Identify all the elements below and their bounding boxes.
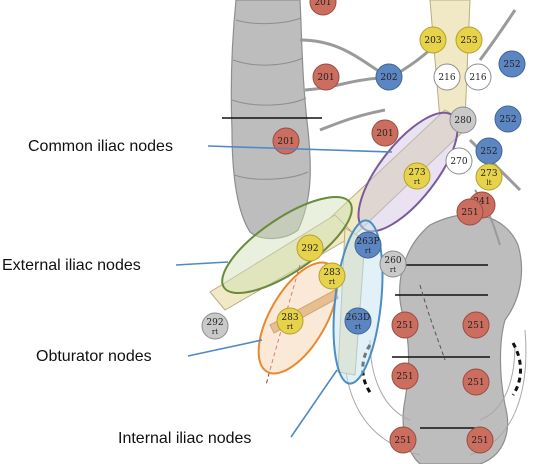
node-side: rt	[365, 247, 371, 255]
node-code: 251	[461, 208, 478, 218]
obturator-leader	[188, 340, 262, 356]
node-code: 216	[438, 73, 455, 83]
lymph-node-216: 216	[434, 64, 460, 90]
lymph-node-251: 251	[392, 312, 418, 338]
node-code: 253	[460, 36, 477, 46]
node-code: 251	[394, 436, 411, 446]
node-code: 263D	[346, 313, 370, 323]
rectum	[400, 215, 522, 464]
aorta-vessel	[430, 0, 470, 120]
node-code: 273	[408, 168, 425, 178]
node-code: 201	[317, 73, 334, 83]
lymph-node-203: 203	[420, 27, 446, 53]
node-code: 273	[480, 169, 497, 179]
node-code: 292	[206, 318, 223, 328]
obturator-label: Obturator nodes	[36, 348, 152, 365]
node-side: lt	[486, 179, 491, 187]
node-side: rt	[390, 266, 396, 274]
external-iliac-leader	[176, 262, 228, 265]
node-code: 263P	[356, 237, 379, 247]
lymph-node-292: 292	[297, 235, 323, 261]
lymph-node-251: 251	[392, 363, 418, 389]
node-code: 201	[376, 129, 393, 139]
lymph-node-201-colon: 201	[273, 128, 299, 154]
node-code: 251	[467, 378, 484, 388]
node-code: 251	[471, 436, 488, 446]
lymph-node-270: 270	[446, 148, 472, 174]
node-code: 201	[314, 0, 331, 8]
node-code: 283	[281, 313, 298, 323]
node-code: 270	[450, 157, 467, 167]
lymph-node-280: 280	[450, 107, 476, 133]
node-side: rt	[287, 323, 293, 331]
lymph-node-252: 252	[499, 51, 525, 77]
node-code: 202	[380, 73, 397, 83]
node-side: rt	[329, 278, 335, 286]
node-side: rt	[414, 178, 420, 186]
lymph-node-201: 201	[310, 0, 336, 15]
node-code: 252	[480, 147, 497, 157]
lymph-node-216: 216	[465, 64, 491, 90]
lymph-node-202: 202	[376, 64, 402, 90]
lymph-node-292-rt: 292rt	[202, 313, 228, 339]
node-code: 292	[301, 244, 318, 254]
lymph-node-201: 201	[372, 120, 398, 146]
lymph-node-251: 251	[463, 369, 489, 395]
node-code: 216	[469, 73, 486, 83]
lymph-node-251: 251	[457, 199, 483, 225]
node-code: 251	[396, 372, 413, 382]
internal-iliac-leader	[291, 370, 337, 437]
lymph-node-252: 252	[495, 106, 521, 132]
lymph-node-253: 253	[456, 27, 482, 53]
lymph-node-252: 252	[476, 138, 502, 164]
descending-colon	[231, 0, 310, 239]
node-side: rt	[212, 328, 218, 336]
lymph-node-263p-rt: 263Prt	[355, 232, 381, 258]
node-code: 252	[499, 115, 516, 125]
node-code: 251	[467, 321, 484, 331]
node-code: 201	[277, 137, 294, 147]
lymph-node-251: 251	[467, 427, 493, 453]
node-code: 280	[454, 116, 471, 126]
node-code: 283	[323, 268, 340, 278]
internal-iliac-label: Internal iliac nodes	[118, 430, 251, 447]
common-iliac-label: Common iliac nodes	[28, 138, 173, 155]
node-code: 251	[396, 321, 413, 331]
lymph-node-251: 251	[390, 427, 416, 453]
node-side: rt	[355, 323, 361, 331]
lymph-node-251: 251	[463, 312, 489, 338]
node-code: 203	[424, 36, 441, 46]
node-code: 252	[503, 60, 520, 70]
node-code: 260	[384, 256, 401, 266]
lymph-node-201: 201	[313, 64, 339, 90]
external-iliac-label: External iliac nodes	[2, 257, 141, 274]
